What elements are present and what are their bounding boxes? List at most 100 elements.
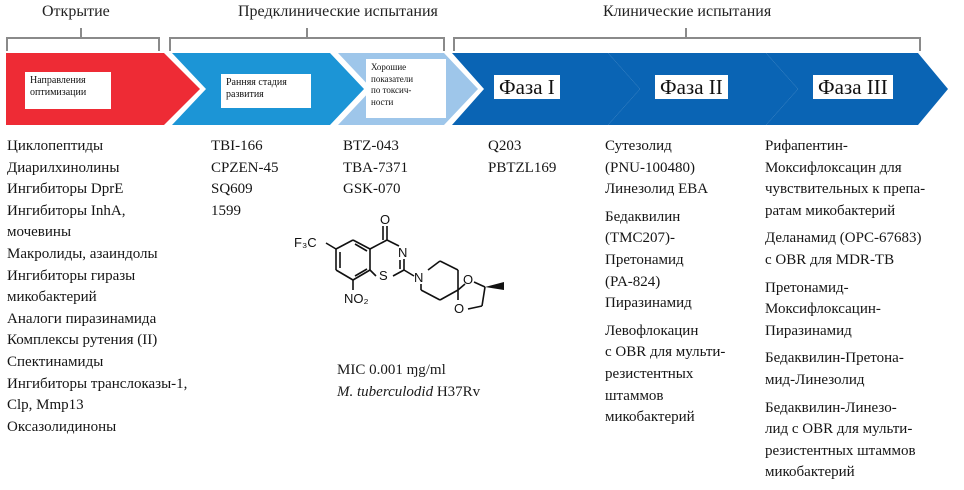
regimen-group: Бедаквилин-Претона-мид-Линезолид — [765, 348, 925, 391]
list-item: TBI-166 — [211, 138, 263, 154]
step-label-early: Ранняя стадия развития — [221, 74, 311, 108]
list-item: Рифапентин- — [765, 138, 848, 154]
step-label-line: по токсич- — [371, 85, 412, 95]
bond — [439, 260, 459, 271]
step-label-optimization: Направления оптимизации — [25, 72, 111, 109]
step-label-line: ности — [371, 96, 394, 107]
list-item: резистентных — [605, 365, 694, 382]
step-label-line: оптимизации — [30, 87, 87, 98]
list-item: Левофлокацин — [605, 322, 699, 339]
bond — [481, 286, 486, 307]
regimen-group: Левофлокацин с OBR для мульти-резистентны… — [605, 321, 725, 429]
list-item: с OBR для MDR-TB — [765, 251, 895, 268]
list-item: Q203 — [488, 138, 522, 154]
organism-strain: M. tuberculodid H37Rv — [337, 381, 480, 403]
list-item: Диарилхинолины — [7, 159, 120, 176]
bond — [335, 269, 354, 281]
bracket-stem-preclinical — [306, 28, 308, 38]
bond — [369, 269, 377, 277]
regimen-group: Рифапентин- Моксифлоксацин для чувствитель… — [765, 136, 925, 222]
list-item: Пиразинамид — [765, 322, 852, 339]
list-item: Претонамид- — [765, 279, 849, 296]
regimen-group: Претонамид- Моксифлоксацин- Пиразинамид — [765, 278, 925, 343]
atom-o-dioxolane-2: O — [454, 301, 464, 316]
list-item: Clp, Mmp13 — [7, 397, 84, 414]
list-item: CPZEN-45 — [211, 159, 279, 176]
stage-title-discovery: Открытие — [42, 3, 110, 20]
list-item: Деланамид (OPC-67683) — [765, 230, 922, 247]
step-label-toxicity: Хорошие показатели по токсич- ности — [366, 59, 446, 118]
bond — [392, 269, 405, 277]
stage-title-clinical: Клинические испытания — [603, 3, 772, 20]
list-item: Ингибиторы InhA, — [7, 202, 126, 219]
group-no2: NO₂ — [344, 291, 369, 306]
list-item: 1599 — [211, 202, 241, 219]
regimen-group: Бедаквилин (TMC207)- Претонамид (PA-824) Пир… — [605, 207, 725, 315]
list-item: BTZ-043 — [343, 138, 399, 154]
bond — [439, 289, 459, 301]
pipeline-arrows — [6, 53, 948, 125]
atom-o-carbonyl: O — [380, 212, 390, 227]
list-item: штаммов — [605, 387, 664, 404]
list-item: SQ609 — [211, 181, 253, 198]
stage-title-preclinical: Предклинические испытания — [238, 3, 438, 20]
phase-3-regimens-list: Рифапентин- Моксифлоксацин для чувствитель… — [765, 136, 925, 490]
list-item: с OBR для мульти- — [605, 344, 726, 361]
bond — [352, 269, 371, 281]
bracket-preclinical — [169, 37, 445, 51]
list-item: Циклопептиды — [7, 138, 104, 154]
organism-name: M. tuberculodid — [337, 384, 434, 400]
atom-s-ring: S — [379, 268, 388, 283]
list-item: Оксазолидиноны — [7, 418, 117, 435]
bond — [386, 239, 400, 247]
list-item: Бедаквилин — [605, 208, 681, 225]
bracket-discovery — [6, 37, 160, 51]
list-item: Линезолид EBA — [605, 181, 709, 198]
bond — [403, 269, 415, 277]
bond — [354, 268, 368, 277]
btz043-structure: O N S N O O F₃C NO₂ — [294, 212, 504, 316]
bond — [420, 289, 441, 301]
phase-label-3: Фаза III — [813, 75, 893, 99]
list-item: мид-Линезолид — [765, 371, 865, 388]
regimen-group: Сутезолид(PNU-100480)Линезолид EBA — [605, 136, 725, 201]
step-label-line: Хорошие — [371, 62, 407, 72]
bond — [473, 281, 486, 288]
list-item: (PNU-100480) — [605, 159, 695, 176]
list-item: Претонамид — [605, 251, 684, 268]
group-cf3: F₃C — [294, 235, 317, 250]
atom-o-dioxolane-1: O — [463, 272, 473, 287]
mic-value: MIC 0.001 ɱg/ml — [337, 362, 446, 378]
bond — [325, 242, 337, 250]
bracket-stem-discovery — [80, 28, 82, 38]
step-label-line: показатели — [371, 73, 414, 84]
strain-name: H37Rv — [433, 384, 481, 400]
list-item: резистентных штаммов — [765, 442, 916, 459]
list-item: Моксифлоксацин- — [765, 301, 881, 318]
list-item: мочевины — [7, 224, 72, 241]
step-label-line: Направления — [30, 75, 86, 86]
atom-n-ring: N — [398, 245, 407, 260]
list-item: Ингибиторы гиразы — [7, 267, 136, 284]
list-item: Бедаквилин-Линезо- — [765, 399, 897, 416]
list-item: (TMC207)- — [605, 230, 675, 247]
list-item: (PA-824) — [605, 273, 661, 290]
list-item: Моксифлоксацин для — [765, 159, 902, 176]
list-item: микобактерий — [605, 409, 695, 426]
list-item: микобактерий — [765, 464, 855, 481]
list-item: чувствительных к препа- — [765, 181, 926, 198]
step-label-line: развития — [226, 89, 264, 100]
list-item: Ингибиторы DprE — [7, 181, 124, 198]
bond — [457, 283, 466, 291]
atom-n-piperidine: N — [414, 270, 423, 285]
regimen-group: Деланамид (OPC-67683) с OBR для MDR-TB — [765, 228, 925, 271]
list-item: Пиразинамид — [605, 295, 692, 312]
list-item: микобактерий — [7, 289, 97, 306]
step-label-line: Ранняя стадия — [226, 77, 287, 88]
bracket-stem-clinical — [685, 28, 687, 38]
bond — [335, 239, 354, 250]
